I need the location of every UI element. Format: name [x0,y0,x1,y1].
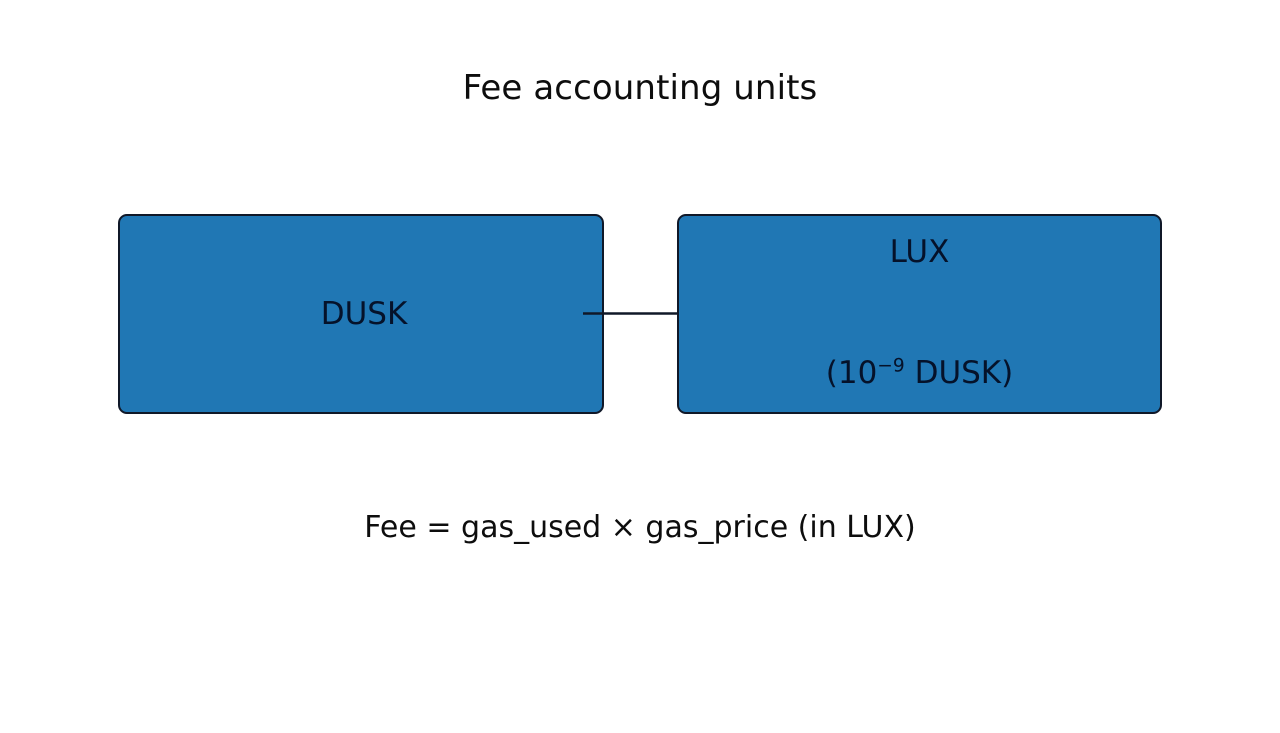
node-lux[interactable]: LUX (10−9 DUSK) [677,214,1162,414]
node-dusk[interactable]: DUSK [118,214,604,414]
node-lux-label-line1: LUX [889,234,950,271]
node-dusk-label: DUSK [320,295,408,332]
node-lux-exponent-suffix: DUSK) [904,355,1014,392]
node-lux-label: LUX (10−9 DUSK) [826,152,1013,474]
node-lux-exponent: −9 [877,355,905,377]
page-title: Fee accounting units [462,68,818,108]
node-lux-label-line2: (10−9 DUSK) [826,353,1013,393]
node-lux-exponent-prefix: (10 [825,355,878,392]
fee-formula-caption: Fee = gas_used × gas_price (in LUX) [364,510,916,545]
